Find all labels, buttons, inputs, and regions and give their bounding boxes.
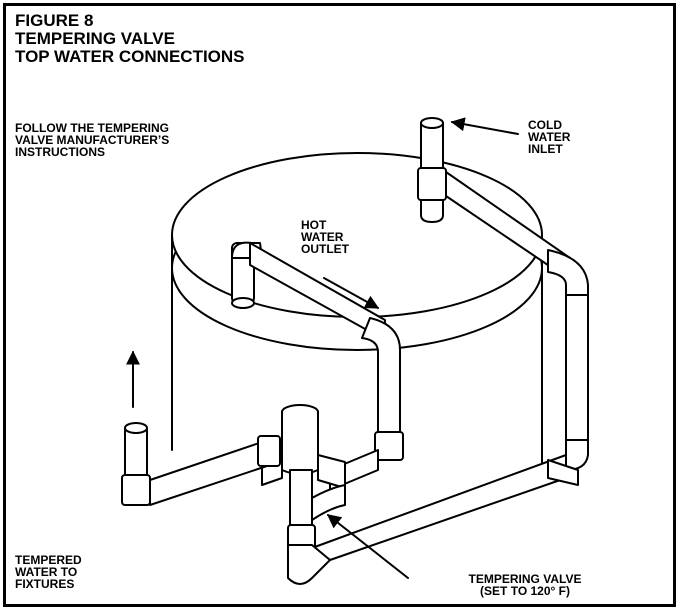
tempered-line-2: WATER TO [15, 565, 78, 579]
valve-label-line-2: (SET TO 120° F) [480, 584, 570, 598]
tempered-water-pipe [121, 422, 281, 506]
cold-inlet-line-2: WATER [528, 130, 571, 144]
instructions-line-3: INSTRUCTIONS [15, 145, 105, 159]
valve-label-line-1: TEMPERING VALVE [468, 572, 582, 586]
instructions-line-2: VALVE MANUFACTURER’S [15, 133, 170, 147]
tempering-valve [261, 404, 346, 585]
figure-title-line-1: FIGURE 8 [15, 11, 94, 30]
hot-outlet-line-3: OUTLET [301, 242, 349, 256]
hot-outlet-line-2: WATER [301, 230, 344, 244]
cold-inlet-arrow [450, 117, 519, 135]
cold-supply-vertical [547, 249, 589, 471]
figure-title-line-3: TOP WATER CONNECTIONS [15, 47, 245, 66]
hot-outlet-line-1: HOT [301, 218, 327, 232]
tempered-line-3: FIXTURES [15, 577, 75, 591]
tempered-line-1: TEMPERED [15, 553, 82, 567]
hot-outlet-arrow [323, 277, 380, 309]
cold-inlet-line-3: INLET [528, 142, 563, 156]
cold-inlet-line-1: COLD [528, 118, 562, 132]
figure-title-line-2: TEMPERING VALVE [15, 29, 175, 48]
instructions-line-1: FOLLOW THE TEMPERING [15, 121, 169, 135]
valve-arrow [326, 514, 409, 579]
